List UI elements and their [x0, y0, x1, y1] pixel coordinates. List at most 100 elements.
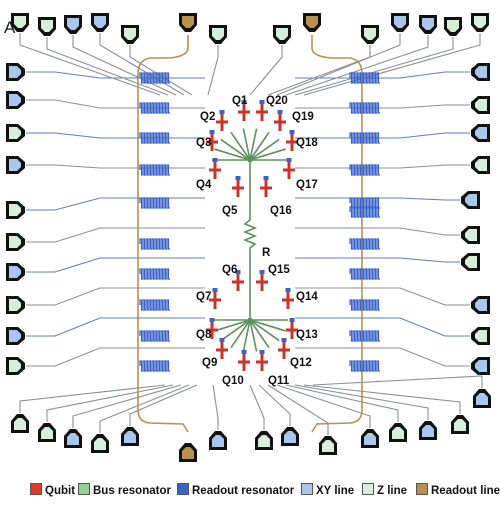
readout-resonator-r8 [349, 330, 380, 342]
readout-resonators [139, 72, 380, 372]
qubit-16-bar [260, 186, 272, 190]
bond-pad-fill [67, 433, 79, 445]
bond-pad-t7 [273, 25, 291, 44]
bus-spoke-1-4 [249, 319, 258, 352]
control-trace-r8 [295, 317, 470, 337]
control-trace-b3 [99, 384, 190, 433]
control-trace-t11 [285, 35, 429, 96]
qubit-14-coupler [285, 288, 291, 292]
bond-pad-fill [212, 28, 224, 40]
control-trace-b1 [46, 384, 174, 422]
qubit-12-bar [278, 348, 290, 352]
bond-pad-b6 [209, 431, 227, 450]
bond-pad-fill [182, 16, 194, 28]
bus-spoke-0-8 [249, 148, 286, 161]
bond-pad-t8 [303, 13, 321, 32]
readout-resonator-l9 [139, 360, 170, 372]
control-trace-l9 [26, 347, 205, 367]
bond-pad-fill [284, 431, 296, 443]
bus-resonators [212, 128, 288, 352]
legend-item-readout-resonator: Readout resonator [177, 483, 294, 497]
bond-pad-t1 [38, 17, 56, 36]
bus-spoke-1-2 [249, 319, 280, 342]
bond-pad-fill [475, 66, 487, 78]
bond-pad-r5 [461, 226, 480, 244]
control-trace-b4 [129, 384, 198, 426]
qubit-11-coupler [259, 350, 265, 354]
control-trace-b13 [303, 384, 461, 414]
qubit-16-coupler [263, 176, 269, 180]
qubit-5-coupler [235, 176, 241, 180]
qubit-2-bar [216, 120, 228, 124]
readout-resonator-r9 [349, 360, 380, 372]
readout-resonator-l6 [139, 268, 170, 280]
bond-pad-fill [475, 330, 487, 342]
legend-item-bus-resonator: Bus resonator [78, 483, 171, 497]
qubit-15-bar [256, 280, 268, 284]
bond-pad-fill [454, 419, 466, 431]
bond-pad-b10 [361, 429, 379, 448]
qubit-1-coupler [241, 100, 247, 104]
bond-pad-fill [475, 299, 487, 311]
bond-pad-fill [9, 127, 21, 139]
qubit-3-coupler [209, 130, 215, 134]
control-trace-t10 [276, 33, 401, 96]
bond-pad-b1 [38, 423, 56, 442]
bond-pads [6, 13, 491, 462]
bond-pad-fill [124, 431, 136, 443]
qubit-label-q10: Q10 [222, 375, 244, 387]
readout-resonator-r7 [349, 299, 380, 311]
control-trace-t0 [19, 33, 161, 96]
qubit-10-coupler [241, 350, 247, 354]
control-trace-b6 [212, 384, 219, 430]
control-trace-b10 [276, 384, 371, 428]
qubit-11-bar [256, 360, 268, 364]
bond-pad-fill [9, 360, 21, 372]
control-trace-l3 [26, 164, 205, 169]
qubit-label-q9: Q9 [202, 357, 217, 369]
bond-pad-b13 [451, 415, 469, 434]
bond-pad-r6 [461, 253, 480, 271]
qubit-label-q5: Q5 [222, 205, 238, 217]
legend-item-readout-line: Readout line [416, 483, 500, 497]
bond-pad-t11 [419, 15, 437, 34]
bond-pad-b2 [64, 429, 82, 448]
bond-pad-fill [476, 393, 488, 405]
qubit-label-q11: Q11 [268, 375, 290, 387]
control-trace-l2 [26, 132, 205, 139]
bus-spoke-0-4 [242, 128, 251, 161]
bond-pad-fill [182, 447, 194, 459]
bond-pad-fill [465, 256, 477, 268]
control-trace-l5 [26, 227, 205, 243]
bond-pad-fill [422, 425, 434, 437]
control-trace-r3 [295, 164, 470, 169]
panel-letter: A [4, 18, 16, 37]
bond-pad-l1 [6, 91, 25, 109]
control-trace-r0 [295, 71, 470, 79]
bond-pad-l4 [6, 201, 25, 219]
bond-pad-fill [9, 266, 21, 278]
bond-pad-fill [475, 127, 487, 139]
bond-pad-r3 [471, 156, 490, 174]
control-trace-b7 [249, 384, 265, 430]
readout-resonator-r5 [349, 238, 380, 250]
control-trace-b0 [19, 384, 166, 413]
bond-pad-fill [9, 330, 21, 342]
qubit-label-q19: Q19 [292, 111, 314, 123]
control-trace-r4 [295, 197, 460, 201]
bond-pad-r1 [471, 96, 490, 114]
bond-pad-l8 [6, 327, 25, 345]
qubit-17-bar [283, 168, 295, 172]
qubit-label-q1: Q1 [232, 95, 248, 107]
bus-spoke-1-6 [230, 319, 251, 349]
bus-spoke-1-7 [220, 319, 251, 342]
bond-pad-r9 [471, 357, 490, 375]
control-trace-b8 [258, 384, 291, 426]
qubit-label-q2: Q2 [200, 111, 215, 123]
bond-pad-fill [94, 438, 106, 450]
readout-line-trace [137, 35, 363, 433]
bond-pad-t4 [121, 25, 139, 44]
bond-pad-l7 [6, 296, 25, 314]
